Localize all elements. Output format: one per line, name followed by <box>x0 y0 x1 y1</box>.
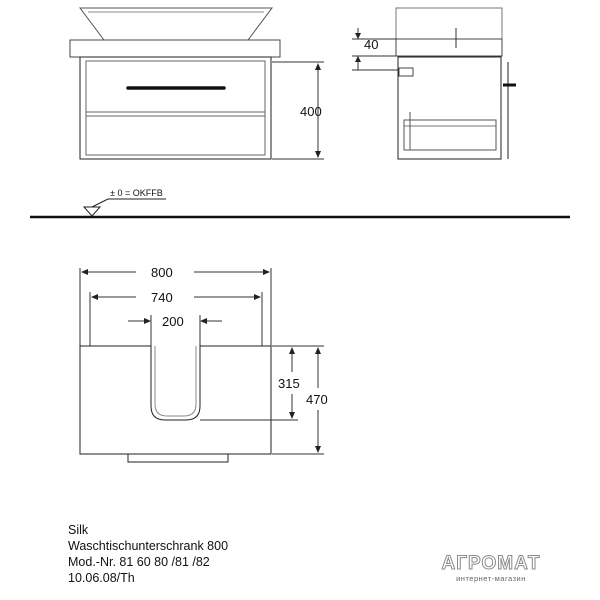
arrow-800-right <box>263 269 270 275</box>
arrow-40-up <box>355 56 361 62</box>
cabinet-front <box>79 56 272 160</box>
level-marker <box>82 206 102 217</box>
arrow-315-up <box>289 347 295 354</box>
floor-reference-label: ± 0 = OKFFB <box>110 188 163 198</box>
front-view: 400 <box>69 7 324 160</box>
arrow-470-up <box>315 347 321 354</box>
side-cabinet <box>397 56 502 160</box>
side-basin <box>395 7 503 40</box>
drawing-date: 10.06.08/Th <box>68 571 135 585</box>
model-number: Mod.-Nr. 81 60 80 /81 /82 <box>68 555 210 569</box>
cutout-depth-label: 315 <box>278 376 300 391</box>
arrow-down <box>315 151 321 158</box>
cabinet-inner <box>85 60 266 156</box>
cabinet-top-outline <box>79 345 272 455</box>
arrow-800-left <box>81 269 88 275</box>
arrow-315-down <box>289 412 295 419</box>
drawer-front-strip <box>127 453 229 463</box>
cutout-width-label: 200 <box>162 314 184 329</box>
width-label: 800 <box>151 265 173 280</box>
arrow-470-down <box>315 446 321 453</box>
side-siphon <box>398 67 414 77</box>
watermark-tagline: интернет-магазин <box>456 574 526 583</box>
arrow-740-right <box>254 294 261 300</box>
side-view: 40 <box>352 7 516 160</box>
side-drawer <box>403 119 497 151</box>
arrow-740-left <box>91 294 98 300</box>
side-countertop <box>395 38 503 57</box>
top-view: 800 740 200 315 470 <box>79 265 328 463</box>
level-leader <box>91 198 109 208</box>
floor-reference: ± 0 = OKFFB <box>30 188 570 219</box>
top-thickness-label: 40 <box>364 37 378 52</box>
arrow-up <box>315 63 321 70</box>
basin-outline <box>79 7 273 41</box>
watermark-brand: АГРОМАТ <box>441 553 541 574</box>
series-name: Silk <box>68 523 89 537</box>
arrow-200-right <box>200 318 207 324</box>
arrow-40-down <box>355 33 361 39</box>
arrow-200-left <box>144 318 151 324</box>
cutout-inner <box>154 346 197 417</box>
product-name: Waschtischunterschrank 800 <box>68 539 229 553</box>
inner-width-label: 740 <box>151 290 173 305</box>
height-label: 400 <box>300 104 322 119</box>
countertop <box>69 39 281 58</box>
watermark: АГРОМАТ интернет-магазин <box>432 553 550 583</box>
depth-label: 470 <box>306 392 328 407</box>
product-info: Silk Waschtischunterschrank 800 Mod.-Nr.… <box>68 522 228 586</box>
